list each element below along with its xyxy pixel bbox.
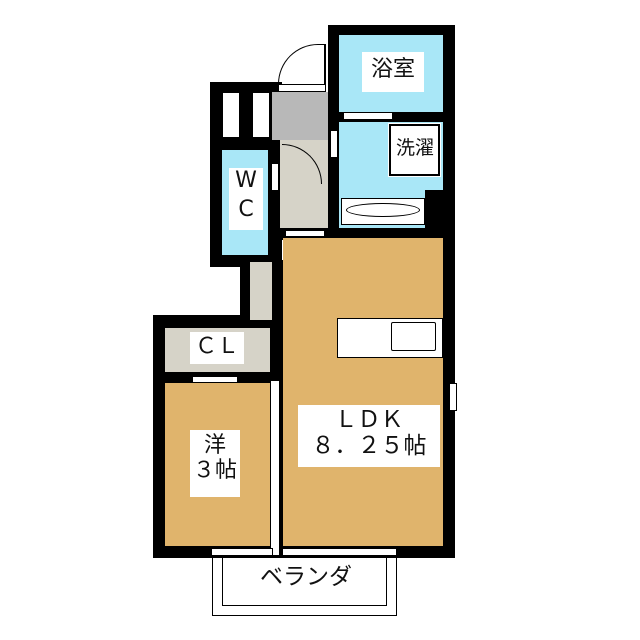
kitchen-counter bbox=[337, 318, 443, 358]
basin-bowl bbox=[346, 203, 420, 217]
laundry-label: 洗濯 bbox=[395, 137, 434, 159]
closet-label: ＣＬ bbox=[190, 332, 244, 364]
sliding-door[interactable] bbox=[270, 380, 280, 556]
ldk-room bbox=[283, 238, 443, 546]
balcony bbox=[212, 558, 397, 616]
kitchen-sink bbox=[391, 322, 436, 351]
entrance bbox=[272, 92, 328, 140]
wc-label: W C bbox=[229, 168, 263, 230]
washroom-door[interactable] bbox=[330, 130, 338, 158]
western-room-type: 洋 bbox=[203, 433, 226, 458]
washing-machine-space bbox=[388, 123, 441, 177]
ldk-side-door[interactable] bbox=[449, 383, 457, 411]
wc-door[interactable] bbox=[271, 163, 279, 191]
pipe-shaft bbox=[222, 92, 240, 138]
ldk-label: ＬＤＫ ８．２５帖 bbox=[298, 405, 440, 467]
entrance-door-swing bbox=[278, 44, 326, 84]
corridor bbox=[250, 262, 272, 320]
bath-label: 浴室 bbox=[362, 52, 424, 92]
wc-label-c: C bbox=[238, 197, 254, 223]
ldk-label-size: ８．２５帖 bbox=[311, 433, 427, 460]
wc-label-w: W bbox=[235, 168, 257, 193]
window[interactable] bbox=[211, 548, 273, 556]
ldk-entry-door[interactable] bbox=[285, 230, 325, 237]
entrance-door[interactable] bbox=[278, 84, 326, 92]
balcony-label: ベランダ bbox=[260, 564, 352, 590]
pipe-shaft bbox=[252, 92, 270, 138]
balcony-inner bbox=[222, 558, 387, 606]
bath-door[interactable] bbox=[343, 112, 393, 120]
ldk-label-name: ＬＤＫ bbox=[334, 407, 404, 433]
western-room-size: ３帖 bbox=[192, 458, 237, 484]
western-room-label: 洋 ３帖 bbox=[190, 430, 240, 497]
closet-door[interactable] bbox=[192, 376, 238, 383]
wash-pillar bbox=[425, 190, 443, 228]
window[interactable] bbox=[282, 548, 397, 556]
